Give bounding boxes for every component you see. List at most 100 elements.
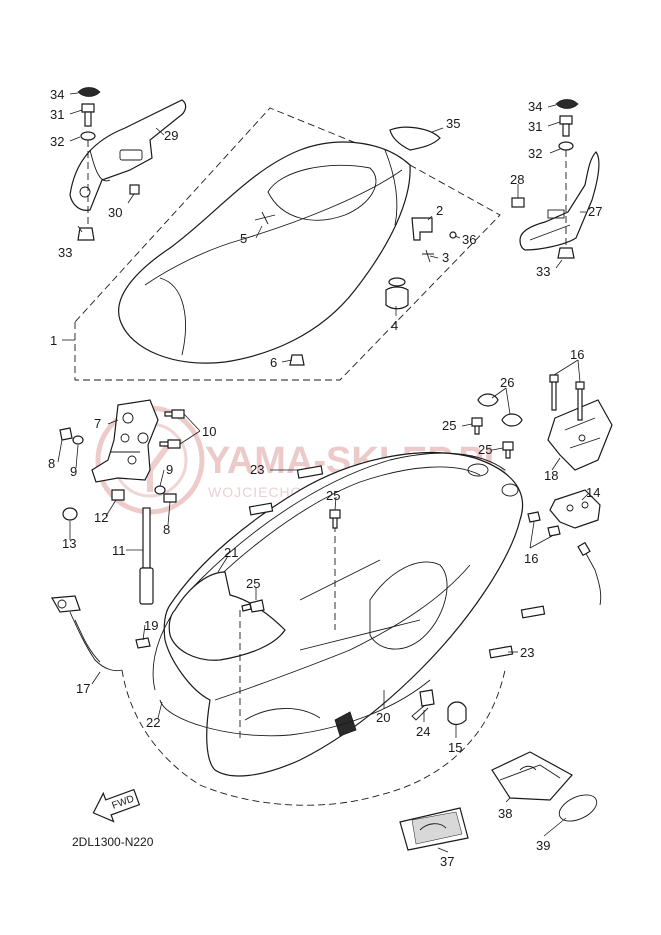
callout-24: 24	[416, 724, 430, 739]
box-mat	[168, 571, 286, 661]
box-damper-right-top	[520, 605, 546, 619]
callout-11: 11	[112, 543, 126, 558]
callout-32-right: 32	[528, 146, 542, 161]
hinge-bolt-top	[164, 409, 185, 419]
callout-36: 36	[462, 232, 476, 247]
callout-7: 7	[94, 416, 101, 431]
seat-screw	[422, 249, 434, 263]
helmet-box	[163, 451, 524, 777]
callout-22: 22	[146, 715, 160, 730]
hinge-bolt-mid	[159, 439, 181, 449]
right-grab-nut	[511, 197, 525, 208]
callout-35: 35	[446, 116, 460, 131]
box-bolt-top	[329, 509, 341, 529]
callout-25-top: 25	[326, 488, 340, 503]
light-connector	[577, 541, 591, 557]
left-grab-bolt	[81, 103, 95, 127]
hinge-bracket	[91, 399, 159, 483]
hinge-washer-left	[72, 435, 84, 445]
left-grab-cap	[77, 87, 101, 97]
callout-5: 5	[240, 231, 247, 246]
callout-19: 19	[144, 618, 158, 633]
lamp-bracket-bolt-right	[575, 381, 585, 421]
callout-31-left: 31	[50, 107, 64, 122]
callout-21: 21	[224, 545, 238, 560]
callout-18: 18	[544, 468, 558, 483]
callout-34-right: 34	[528, 99, 542, 114]
light-lead-wire	[582, 547, 602, 606]
callout-37: 37	[440, 854, 454, 869]
box-bolt-left	[241, 599, 265, 613]
callout-9-right: 9	[166, 462, 173, 477]
callout-14: 14	[586, 485, 600, 500]
left-grab-nut	[129, 184, 140, 195]
box-seal	[152, 452, 506, 737]
callout-33-left: 33	[58, 245, 72, 260]
callout-3: 3	[442, 250, 449, 265]
box-bolt-right-bottom	[502, 441, 514, 459]
callout-8-right: 8	[163, 522, 170, 537]
callout-8-left: 8	[48, 456, 55, 471]
right-grab-bolt	[559, 115, 573, 137]
seat-group-outline	[74, 107, 501, 381]
left-grab-washer	[80, 131, 96, 141]
callout-10: 10	[202, 424, 216, 439]
callout-29: 29	[164, 128, 178, 143]
forward-arrow-icon: FWD	[92, 788, 141, 823]
box-damper-top	[296, 465, 324, 479]
light-bracket-bolt-upper	[527, 511, 541, 523]
box-damper-left	[248, 502, 274, 516]
callout-1: 1	[50, 333, 57, 348]
box-damper-right-bottom	[488, 645, 514, 659]
hinge-collar	[111, 489, 125, 501]
callout-16-bottom: 16	[524, 551, 538, 566]
right-grab-collar	[557, 247, 575, 259]
callout-25-right-top: 25	[442, 418, 456, 433]
seat-stopper	[289, 354, 305, 366]
hinge-bolt-bottom	[163, 493, 177, 503]
callout-39: 39	[536, 838, 550, 853]
seat-gas-strut	[139, 507, 154, 605]
callout-33-right: 33	[536, 264, 550, 279]
seat-lock-key	[411, 689, 435, 721]
seat-lock-cable	[51, 595, 123, 672]
tool-bag-band	[558, 794, 598, 822]
callout-13: 13	[62, 536, 76, 551]
callout-20: 20	[376, 710, 390, 725]
callout-32-left: 32	[50, 134, 64, 149]
hinge-cap	[62, 507, 78, 521]
seat-bracket	[411, 217, 433, 241]
right-grab-bar	[519, 151, 600, 251]
callout-labels: 34 31 32 29 30 33 35 2 5 36 3 4 1 6 34 3…	[48, 87, 602, 869]
callout-15: 15	[448, 740, 462, 755]
seat-lock-clip	[447, 701, 467, 726]
callout-9-left: 9	[70, 464, 77, 479]
right-grab-cap	[555, 99, 579, 109]
seat-pad	[389, 126, 441, 151]
lamp-bracket-bolt-left	[549, 374, 559, 411]
callout-17: 17	[76, 681, 90, 696]
callout-26: 26	[500, 375, 514, 390]
right-grab-washer	[558, 141, 574, 151]
seat	[118, 141, 411, 364]
hinge-washer-right	[154, 485, 166, 495]
callout-6: 6	[270, 355, 277, 370]
callout-23-right: 23	[520, 645, 534, 660]
callout-12: 12	[94, 510, 108, 525]
callout-31-right: 31	[528, 119, 542, 134]
seat-clip	[449, 231, 457, 239]
callout-23-top: 23	[250, 462, 264, 477]
light-unit-bracket	[549, 489, 601, 529]
callout-16-top: 16	[570, 347, 584, 362]
callout-34-left: 34	[50, 87, 64, 102]
callout-30: 30	[108, 205, 122, 220]
callout-4: 4	[391, 318, 398, 333]
box-cap-right	[501, 413, 523, 427]
hinge-bolt-left	[59, 427, 73, 441]
owners-manual	[399, 807, 469, 851]
lamp-bracket	[547, 399, 613, 471]
left-grab-bar	[69, 99, 187, 211]
callout-25-left: 25	[246, 576, 260, 591]
callout-38: 38	[498, 806, 512, 821]
